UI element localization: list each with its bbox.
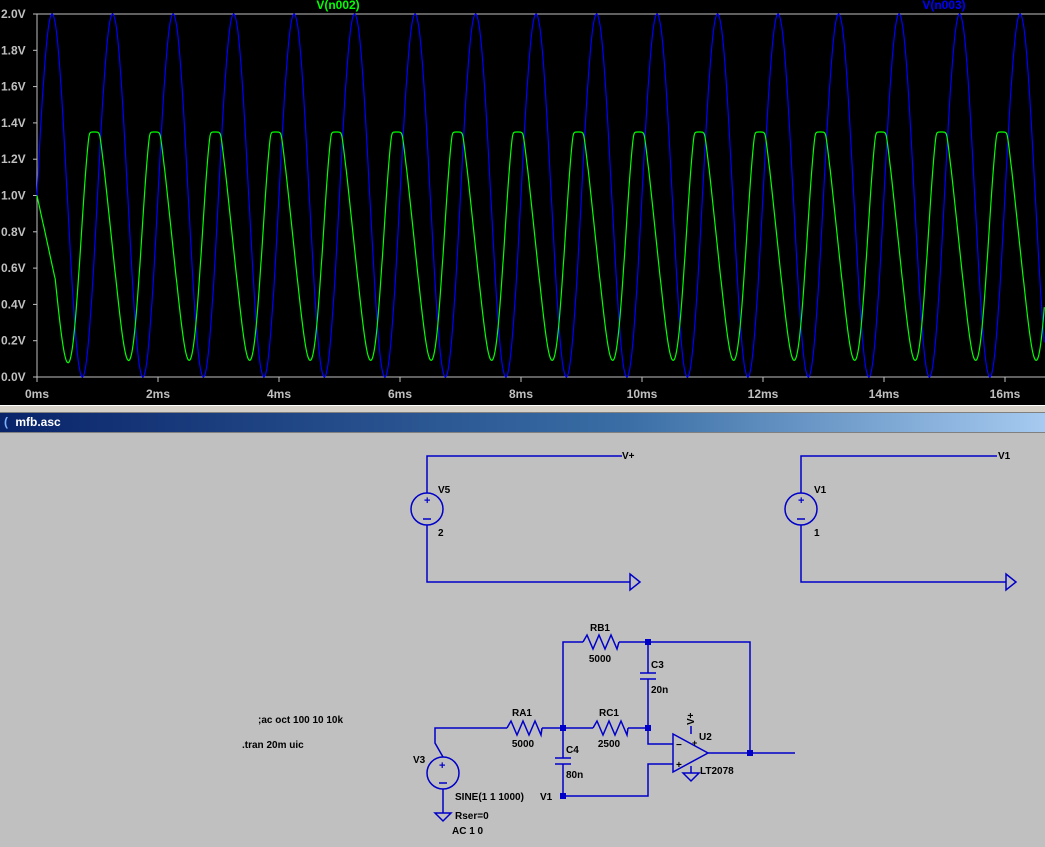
junction-dots xyxy=(560,639,753,799)
y-tick-label: 1.2V xyxy=(1,152,26,166)
v5-value: 2 xyxy=(438,528,444,539)
capacitor-c4[interactable] xyxy=(555,757,571,765)
y-tick-label: 1.0V xyxy=(1,189,26,203)
v3-rser: Rser=0 xyxy=(455,811,489,822)
v3-name: V3 xyxy=(413,755,426,766)
x-tick-label: 14ms xyxy=(869,387,900,401)
capacitor-c3[interactable] xyxy=(640,672,656,680)
waveform-plot[interactable]: 0.0V 0.2V 0.4V 0.6V 0.8V 1.0V 1.2V 1.4V 1.6V 1.8V… xyxy=(0,0,1045,406)
y-tick-label: 1.8V xyxy=(1,43,26,57)
y-tick-label: 0.0V xyxy=(1,370,26,384)
voltage-source-v5[interactable]: + xyxy=(410,455,642,592)
x-tick-label: 6ms xyxy=(388,387,412,401)
pane-splitter[interactable] xyxy=(0,405,1045,413)
wires xyxy=(434,641,795,797)
schematic-canvas[interactable]: + V+ V5 2 + V1 V1 1 + xyxy=(0,432,1045,842)
plus-icon: + xyxy=(424,495,430,507)
plus-icon: + xyxy=(439,760,445,772)
net-label-vplus: V+ xyxy=(622,451,635,462)
net-label-v1: V1 xyxy=(998,451,1011,462)
resistor-rb1[interactable] xyxy=(582,633,620,652)
c3-name: C3 xyxy=(651,660,664,671)
ra1-name: RA1 xyxy=(512,708,532,719)
rb1-value: 5000 xyxy=(589,654,612,665)
schematic-title-bar[interactable]: ( mfb.asc xyxy=(0,413,1045,432)
trace-v-n002 xyxy=(36,131,1045,364)
u2-supply-label: V+ xyxy=(686,712,697,725)
x-tick-label: 4ms xyxy=(267,387,291,401)
x-tick-label: 12ms xyxy=(748,387,779,401)
resistor-ra1[interactable] xyxy=(506,719,543,738)
schematic-icon: ( xyxy=(4,415,8,429)
ground-icon xyxy=(681,772,701,783)
y-tick-label: 0.6V xyxy=(1,261,26,275)
trace-v-n003 xyxy=(36,13,1045,378)
y-tick-label: 1.6V xyxy=(1,80,26,94)
c4-value: 80n xyxy=(566,770,583,781)
u2-model: LT2078 xyxy=(700,766,734,777)
v1-value: 1 xyxy=(814,528,820,539)
v3-ac: AC 1 0 xyxy=(452,826,484,837)
rc1-name: RC1 xyxy=(599,708,619,719)
x-tick-label: 0ms xyxy=(25,387,49,401)
v3-value: SINE(1 1 1000) xyxy=(455,792,524,803)
voltage-source-v3[interactable]: + xyxy=(426,756,460,823)
c4-name: C4 xyxy=(566,745,579,756)
plus-supply-icon: + xyxy=(692,738,697,748)
plus-input-icon: + xyxy=(676,760,682,771)
y-tick-label: 0.2V xyxy=(1,334,26,348)
y-tick-label: 0.4V xyxy=(1,297,26,311)
ground-icon xyxy=(433,812,453,823)
v5-name: V5 xyxy=(438,485,451,496)
voltage-source-v1[interactable]: + xyxy=(784,455,1018,592)
rc1-value: 2500 xyxy=(598,739,621,750)
u2-name: U2 xyxy=(699,732,712,743)
waveform-chart[interactable]: 0.0V 0.2V 0.4V 0.6V 0.8V 1.0V 1.2V 1.4V 1.6V 1.8V… xyxy=(0,0,1045,406)
legend-v-n003[interactable]: V(n003) xyxy=(922,0,965,12)
x-tick-label: 16ms xyxy=(990,387,1021,401)
directive-ac[interactable]: ;ac oct 100 10 10k xyxy=(258,715,343,726)
rb1-name: RB1 xyxy=(590,623,610,634)
x-tick-label: 2ms xyxy=(146,387,170,401)
y-tick-label: 2.0V xyxy=(1,7,26,21)
resistor-rc1[interactable] xyxy=(592,719,629,738)
minus-input-icon: − xyxy=(676,740,682,751)
c3-value: 20n xyxy=(651,685,668,696)
v1-name: V1 xyxy=(814,485,827,496)
y-tick-label: 0.8V xyxy=(1,225,26,239)
directive-tran[interactable]: .tran 20m uic xyxy=(242,740,304,751)
legend-v-n002[interactable]: V(n002) xyxy=(316,0,359,12)
c4-net-label: V1 xyxy=(540,792,553,803)
y-tick-label: 1.4V xyxy=(1,116,26,130)
plus-icon: + xyxy=(798,495,804,507)
ra1-value: 5000 xyxy=(512,739,535,750)
x-tick-label: 8ms xyxy=(509,387,533,401)
opamp-u2[interactable]: − + + xyxy=(672,732,710,783)
x-tick-label: 10ms xyxy=(627,387,658,401)
window-title: mfb.asc xyxy=(15,415,61,429)
